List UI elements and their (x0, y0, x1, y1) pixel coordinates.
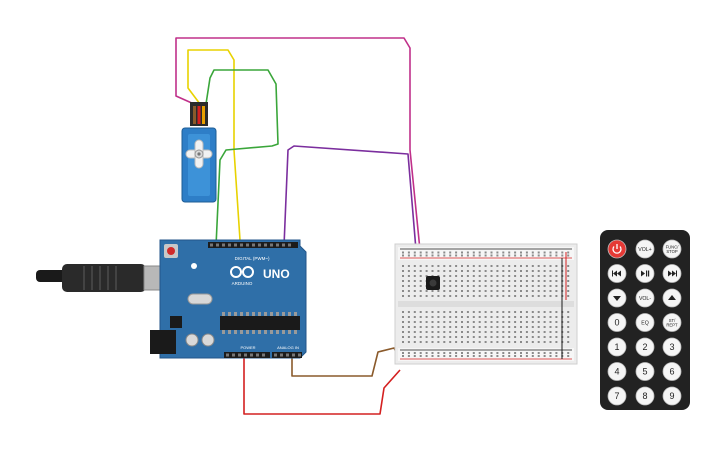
remote-button-func-stop[interactable]: FUNC/STOP (662, 239, 682, 259)
remote-button-label: 0 (614, 318, 619, 328)
crystal (187, 293, 213, 305)
remote-button-4[interactable]: 4 (607, 362, 627, 381)
servo-lead-orange (202, 106, 205, 124)
remote-fast-forward-button[interactable] (662, 264, 682, 283)
remote-button-label: 2 (642, 342, 647, 352)
uno-label: UNO (263, 267, 290, 281)
analog-header (272, 352, 302, 358)
remote-button-0[interactable]: 0 (607, 313, 627, 332)
remote-button-label: 8 (642, 391, 647, 401)
remote-button-label: 7 (614, 391, 619, 401)
remote-power-button[interactable] (607, 239, 627, 259)
board-led (191, 263, 197, 269)
down-icon (613, 296, 621, 301)
play-pause-icon (641, 270, 650, 277)
remote-button-2[interactable]: 2 (635, 337, 655, 357)
up-icon (668, 295, 676, 300)
capacitor-1 (185, 333, 199, 347)
analog-label: ANALOG IN (277, 345, 299, 350)
wire-green (205, 69, 279, 247)
remote-button-label: 3 (669, 342, 674, 352)
arduino-pcb (159, 239, 307, 359)
ir-receiver[interactable] (426, 276, 440, 290)
remote-button-label: 9 (669, 391, 674, 401)
wire-red (243, 358, 401, 415)
remote-button-eq[interactable]: EQ (635, 313, 655, 332)
remote-button-label: 6 (669, 367, 674, 377)
remote-button-9[interactable]: 9 (662, 386, 682, 406)
remote-button-6[interactable]: 6 (662, 362, 682, 381)
digital-label: DIGITAL (PWM~) (235, 256, 270, 261)
arduino-brand: ARDUINO (232, 281, 253, 286)
wire-yellow (187, 49, 247, 245)
remote-button-8[interactable]: 8 (635, 386, 655, 406)
remote-button-7[interactable]: 7 (607, 386, 627, 406)
remote-button-vol[interactable]: VOL- (635, 288, 655, 308)
voltage-regulator (170, 316, 182, 328)
power-header (224, 352, 270, 358)
usb-plug-grip (83, 266, 117, 290)
arduino-board[interactable]: DIGITAL (PWM~) UNO ARDUINO (150, 239, 307, 359)
fast-forward-icon (668, 270, 677, 277)
remote-button-st-rept[interactable]: ST/REPT (662, 313, 682, 332)
remote-button-3[interactable]: 3 (662, 337, 682, 357)
remote-rewind-button[interactable] (607, 264, 627, 283)
servo-motor[interactable] (181, 102, 217, 203)
remote-button-label: VOL- (639, 296, 651, 302)
remote-button-label: EQ (641, 320, 649, 326)
bottom-power-rail (398, 348, 574, 361)
remote-button-label: 1 (614, 342, 619, 352)
power-label: POWER (240, 345, 255, 350)
servo-lead-red (197, 106, 201, 124)
arduino-logo (230, 266, 254, 278)
ir-receiver-lens (429, 279, 437, 287)
wire-brown (291, 347, 401, 377)
remote-button-label: FUNC/STOP (666, 245, 680, 255)
usb-plug-body (62, 264, 146, 292)
remote-up-button[interactable] (662, 288, 682, 308)
remote-play-pause-button[interactable] (635, 264, 655, 283)
remote-buttons: VOL+ FUNC/STOP VOL- 0 EQ ST/REPT 1 2 3 4 5 6 7 8 9 (607, 239, 682, 406)
center-channel (398, 301, 574, 307)
reset-button[interactable] (167, 247, 175, 255)
remote-button-label: 4 (614, 367, 619, 377)
rewind-icon (612, 270, 621, 277)
ir-remote[interactable]: VOL+ FUNC/STOP VOL- 0 EQ ST/REPT 1 2 3 4 5 6 7 8 9 (600, 230, 690, 410)
microcontroller-chip (220, 312, 300, 334)
breadboard[interactable] (394, 243, 578, 365)
dc-jack (150, 330, 176, 354)
remote-button-label: VOL+ (638, 247, 651, 253)
remote-button-label: ST/REPT (666, 318, 678, 328)
remote-button-vol[interactable]: VOL+ (635, 239, 655, 259)
servo-lead-brown (193, 106, 196, 124)
remote-down-button[interactable] (607, 288, 627, 308)
remote-button-5[interactable]: 5 (635, 362, 655, 381)
digital-header (208, 242, 298, 248)
power-icon (612, 244, 622, 254)
remote-button-1[interactable]: 1 (607, 337, 627, 357)
remote-button-label: 5 (642, 367, 647, 377)
servo-screw (197, 152, 201, 156)
capacitor-2 (201, 333, 215, 347)
